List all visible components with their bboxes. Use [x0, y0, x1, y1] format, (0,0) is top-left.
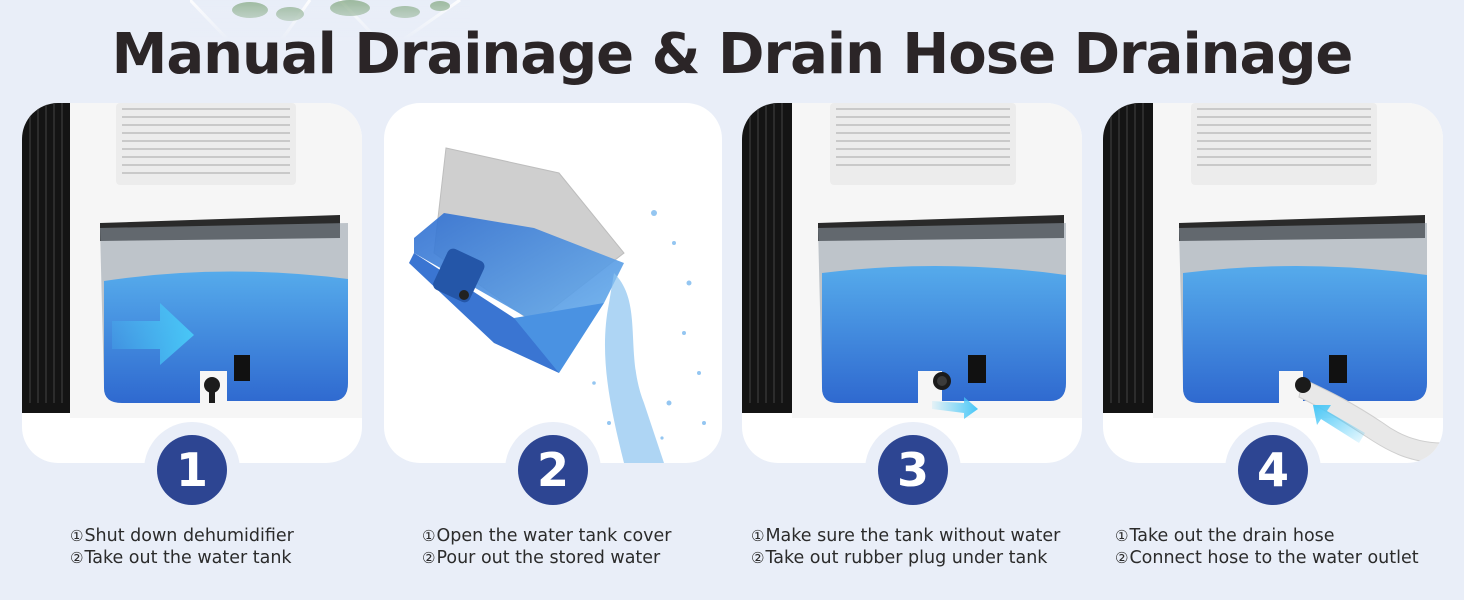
step-1-instruction-2: ②Take out the water tank [70, 548, 292, 568]
step-4-badge: 4 [1238, 435, 1308, 505]
step-4-instruction-1: ①Take out the drain hose [1115, 526, 1335, 546]
step-4-instruction-2: ②Connect hose to the water outlet [1115, 548, 1419, 568]
tank-remove-plug-illustration [742, 103, 1082, 419]
dehumidifier-tank-insert-illustration [22, 103, 362, 418]
step-2-instruction-2: ②Pour out the stored water [422, 548, 661, 568]
step-1-badge: 1 [157, 435, 227, 505]
tank-pouring-water-illustration [409, 147, 706, 463]
step-1-instructions: ①Shut down dehumidifier ②Take out the wa… [70, 525, 294, 569]
step-3-instruction-1: ①Make sure the tank without water [751, 526, 1061, 546]
plant-window-decoration [190, 0, 470, 42]
step-4-image-card [1103, 103, 1443, 463]
page-title: Manual Drainage & Drain Hose Drainage [111, 22, 1354, 87]
step-3-badge: 3 [878, 435, 948, 505]
step-3-instruction-2: ②Take out rubber plug under tank [751, 548, 1048, 568]
step-2-instruction-1: ①Open the water tank cover [422, 526, 672, 546]
step-1-image-card [22, 103, 362, 463]
step-4-instructions: ①Take out the drain hose ②Connect hose t… [1115, 525, 1419, 569]
step-2-image-card [384, 103, 722, 463]
step-2-badge: 2 [518, 435, 588, 505]
connect-drain-hose-illustration [1103, 103, 1443, 463]
step-2-instructions: ①Open the water tank cover ②Pour out the… [422, 525, 671, 569]
step-1-instruction-1: ①Shut down dehumidifier [70, 526, 294, 546]
step-3-image-card [742, 103, 1082, 463]
step-3-instructions: ①Make sure the tank without water ②Take … [751, 525, 1060, 569]
